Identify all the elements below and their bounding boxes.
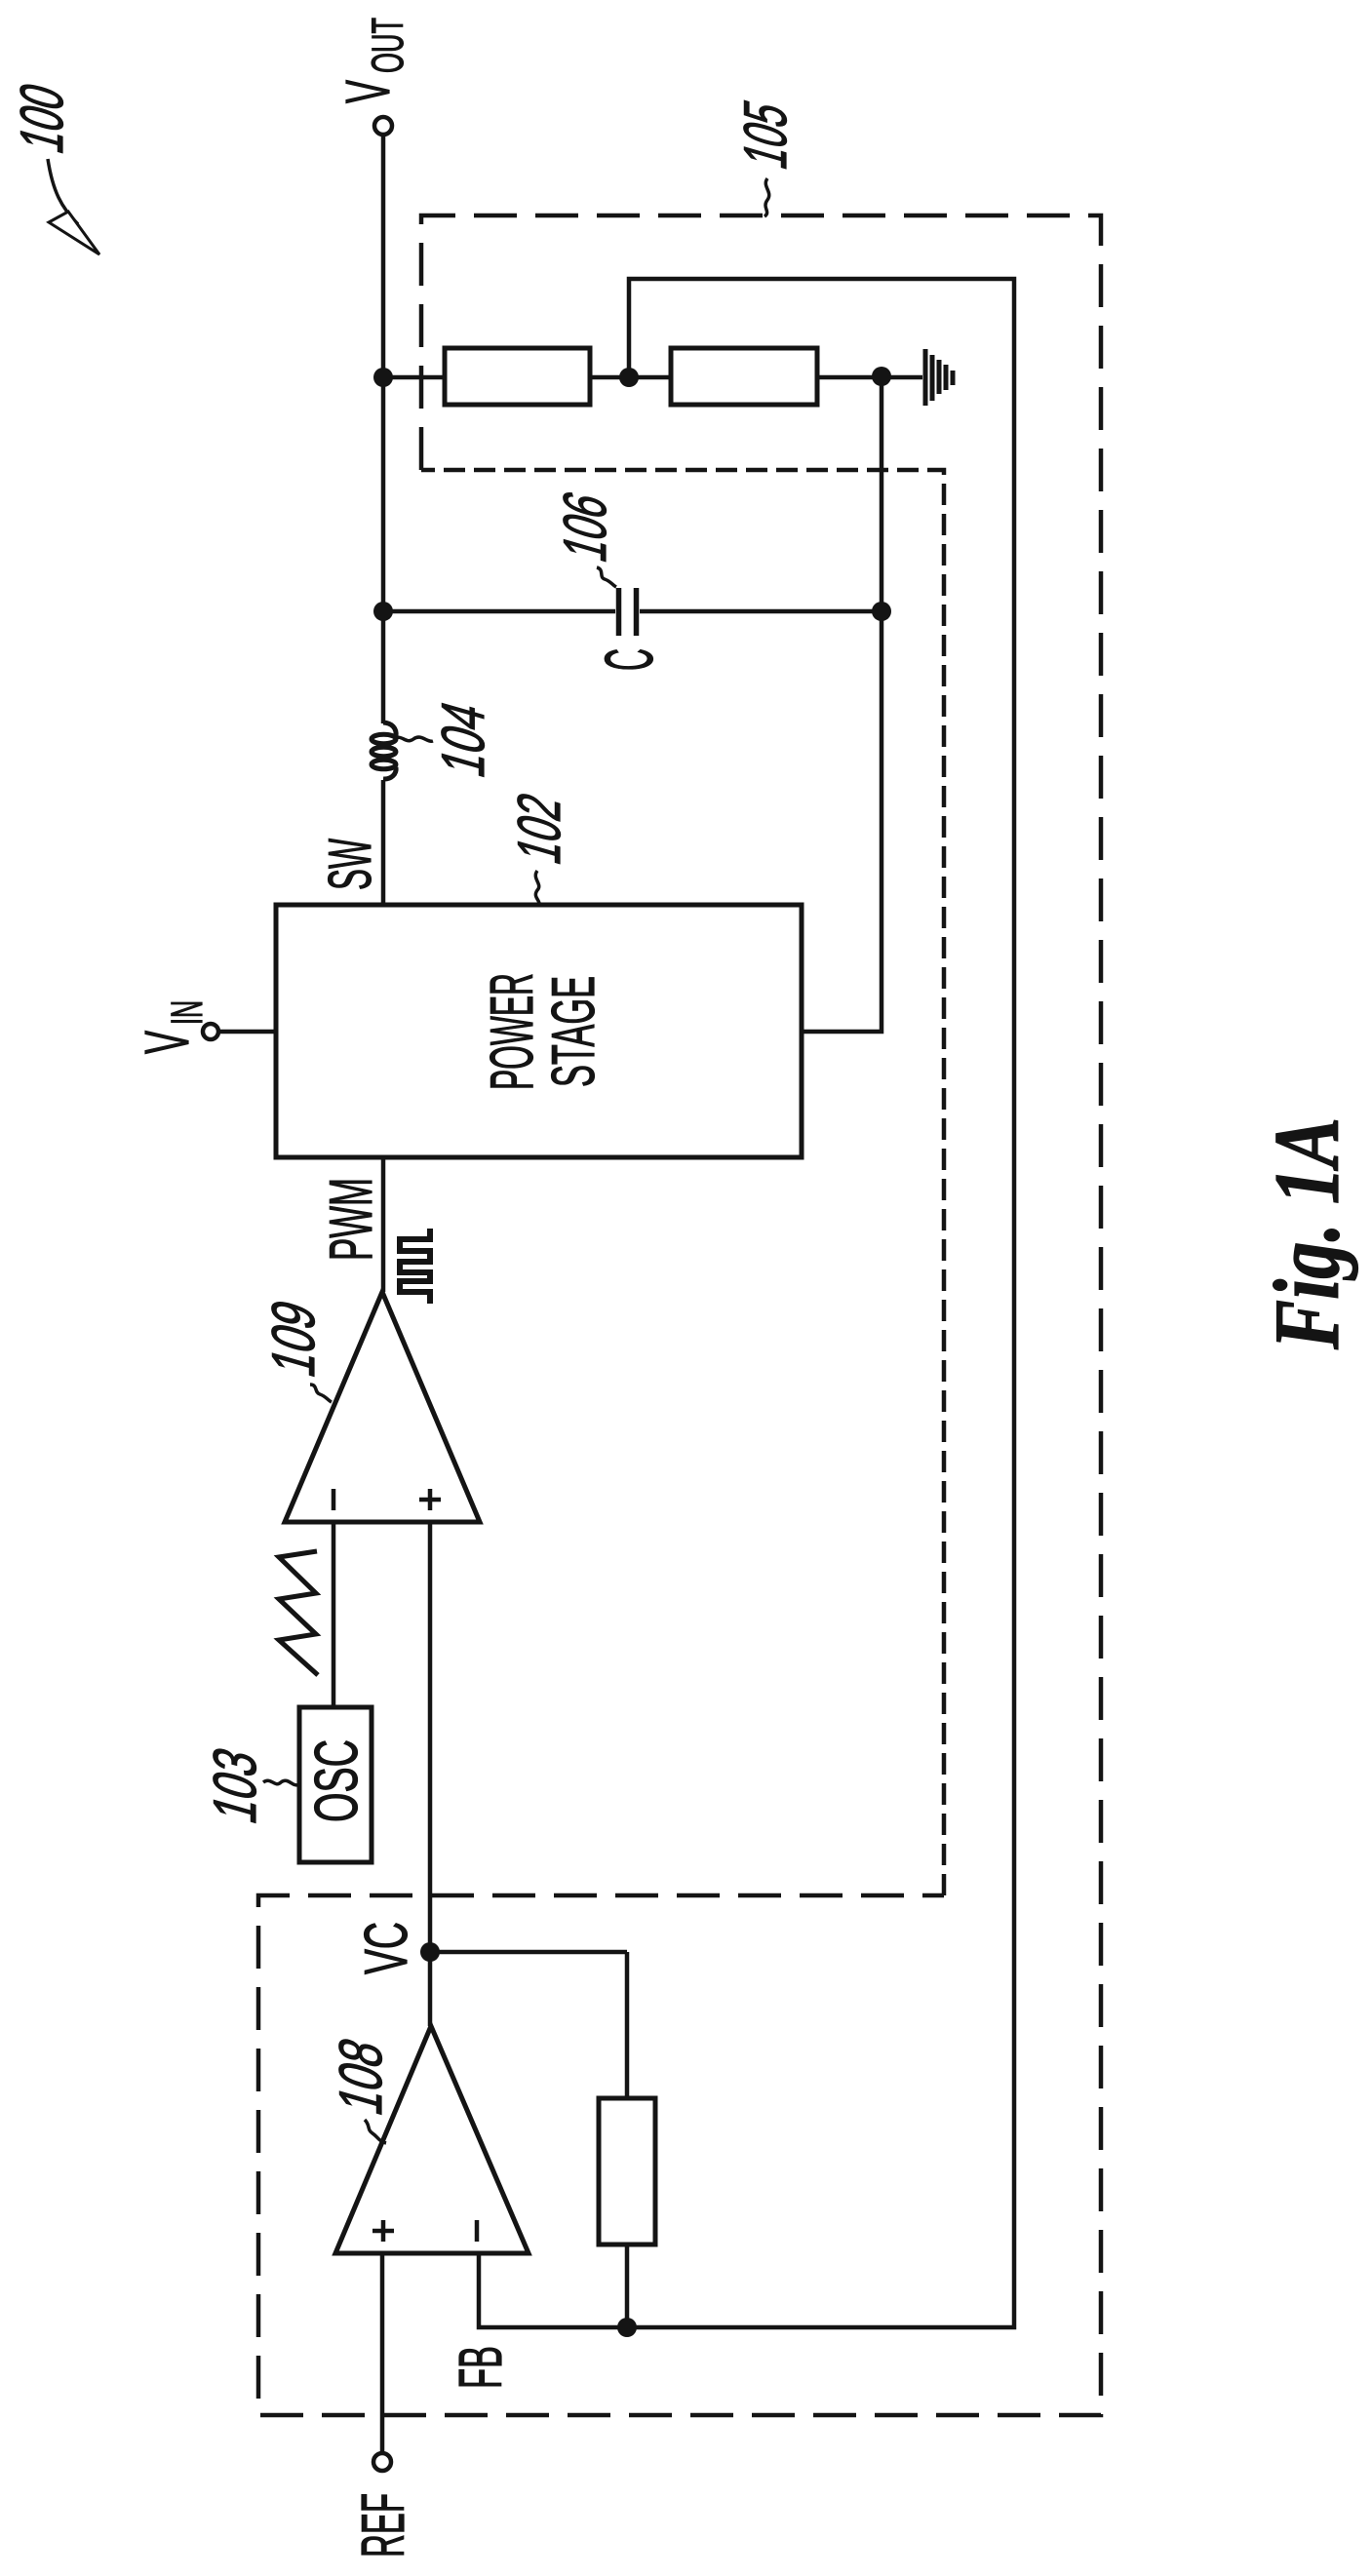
svg-text:IN: IN [162, 1000, 212, 1025]
svg-text:Fig. 1A: Fig. 1A [1255, 1117, 1358, 1350]
svg-text:C: C [591, 648, 667, 671]
svg-text:FB: FB [448, 2346, 515, 2389]
svg-text:SW: SW [317, 839, 384, 890]
svg-text:REF: REF [350, 2493, 417, 2557]
svg-text:PWM: PWM [318, 1178, 385, 1261]
svg-text:V: V [132, 1031, 202, 1054]
svg-text:STAGE: STAGE [540, 976, 608, 1087]
svg-text:102: 102 [506, 786, 573, 871]
svg-text:OSC: OSC [303, 1739, 371, 1822]
svg-text:VC: VC [353, 1922, 420, 1974]
svg-text:POWER: POWER [479, 973, 546, 1090]
svg-text:OUT: OUT [363, 18, 412, 73]
svg-text:V: V [333, 80, 403, 103]
